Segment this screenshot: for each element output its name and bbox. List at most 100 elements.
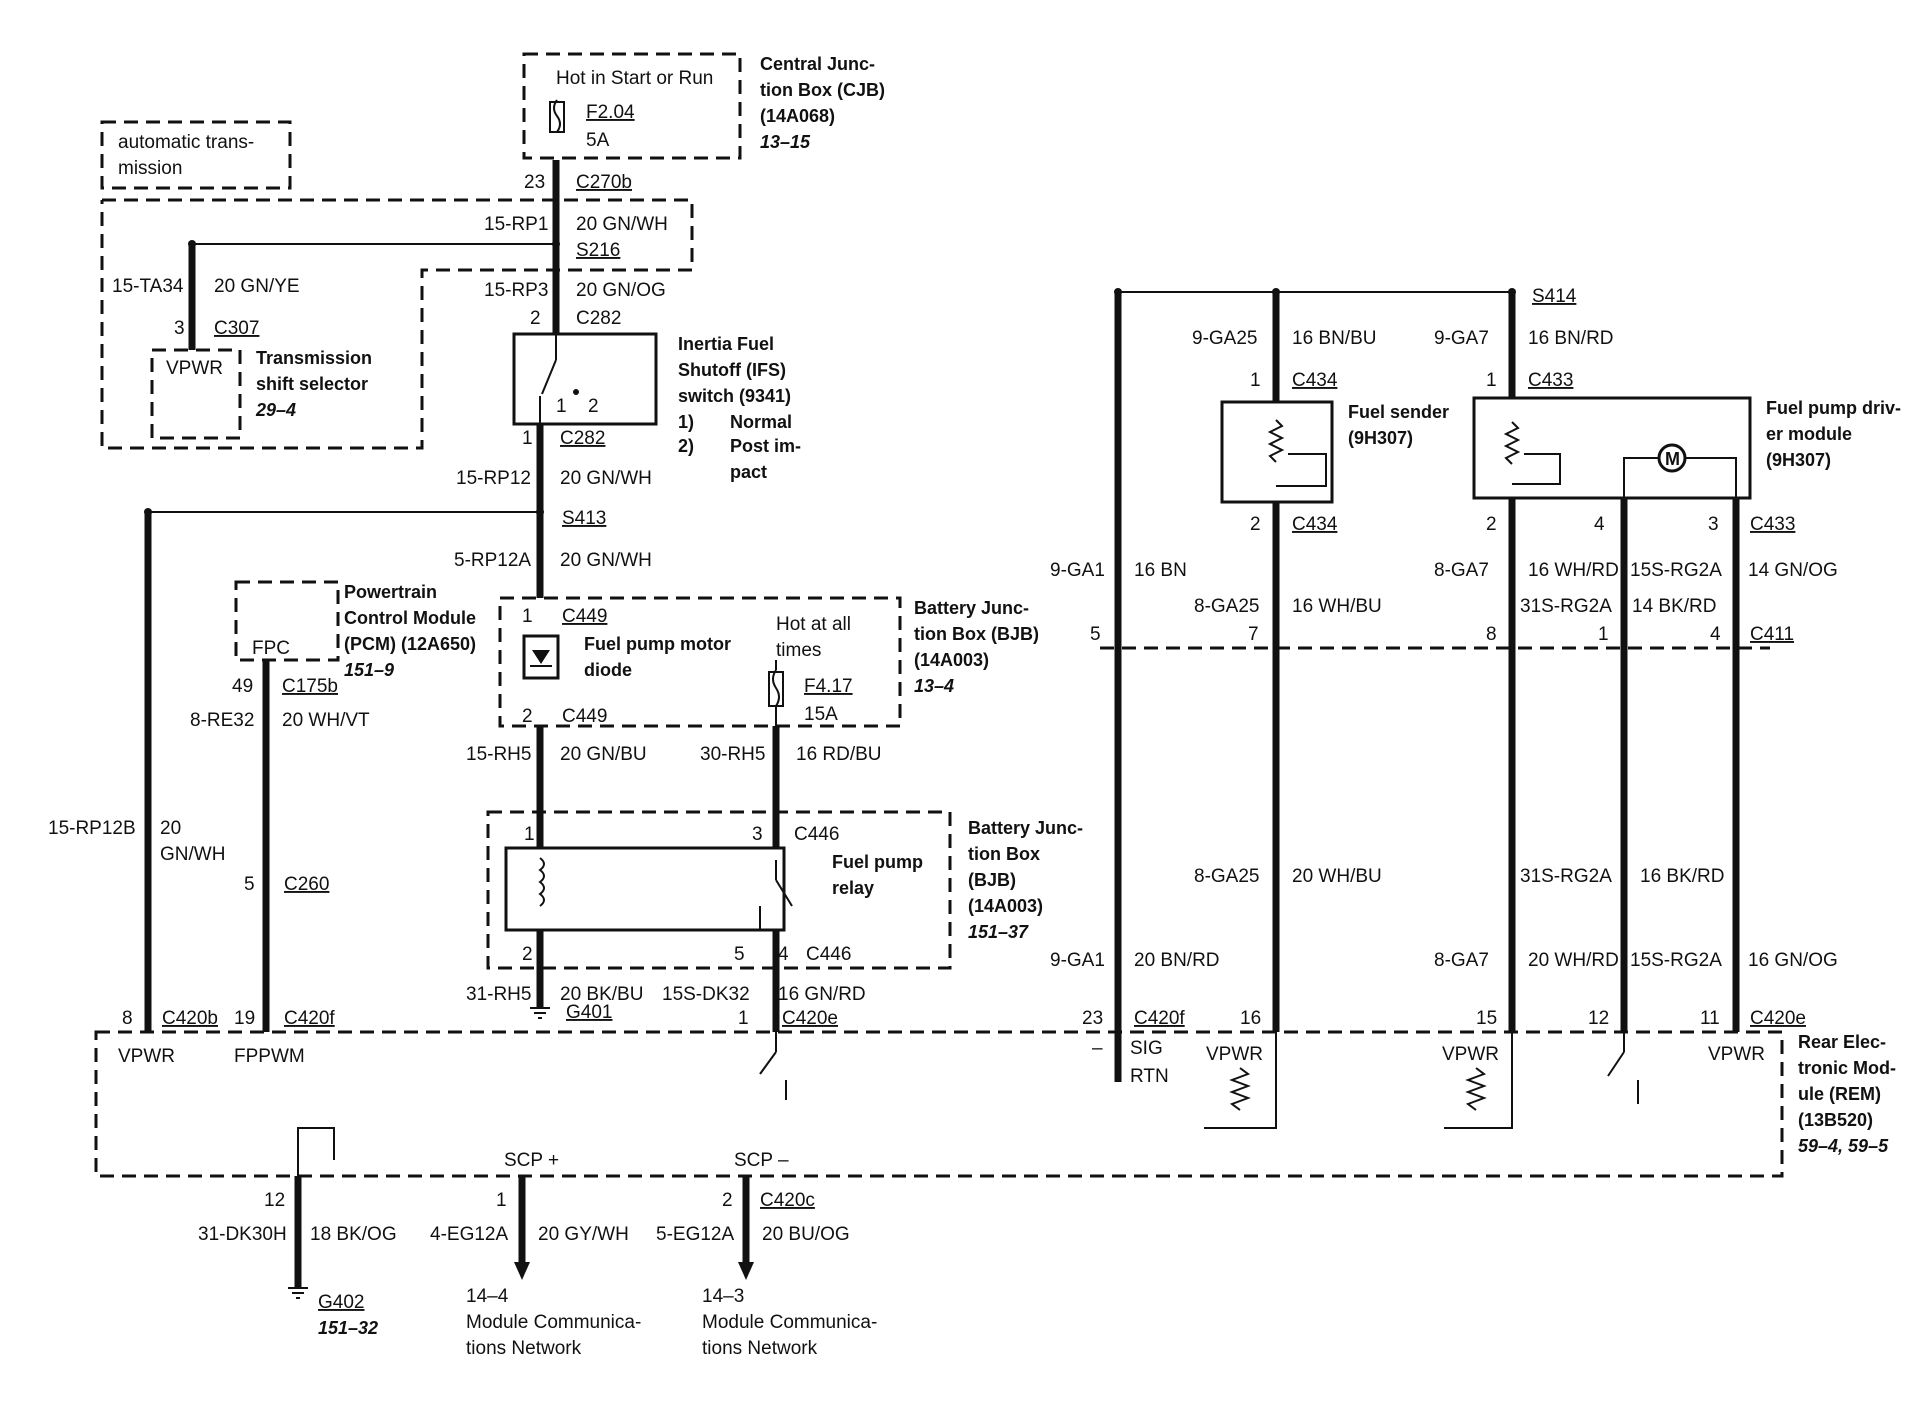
rp3-wire: 20 GN/OG — [576, 280, 666, 301]
rem-title: ule (REM) — [1798, 1084, 1881, 1104]
c270b-label: C270b — [576, 172, 632, 193]
ground-icon — [288, 1287, 308, 1299]
rp1-circuit: 15-RP1 — [484, 214, 548, 235]
junction-s414-dot — [1508, 288, 1516, 296]
fuse-element — [772, 669, 780, 707]
diode-triangle — [532, 650, 550, 664]
ga1-wire: 16 BN — [1134, 560, 1187, 581]
auto-trans-region — [100, 198, 694, 450]
rg2a31b-circuit: 31S-RG2A — [1520, 866, 1612, 887]
diode-label: Fuel pump motor — [584, 634, 731, 654]
c411-pin-4: 4 — [1710, 624, 1721, 645]
ga7-wire: 16 BN/RD — [1528, 328, 1614, 349]
bjb1-box — [498, 596, 902, 728]
ga1-circuit: 9-GA1 — [1050, 560, 1105, 581]
sender-resistor-icon — [1267, 419, 1285, 463]
c420e-right-label: C420e — [1750, 1008, 1806, 1029]
c446-pin-4: 4 — [778, 944, 789, 965]
ifs-pos-1: 1 — [556, 396, 567, 417]
ifs-contact-dot — [573, 389, 579, 395]
ga7c-circuit: 8-GA7 — [1434, 950, 1489, 971]
net2-text: tions Network — [702, 1338, 818, 1359]
bjb2-title: tion Box — [968, 844, 1040, 864]
rp12a-wire: 20 GN/WH — [560, 550, 652, 571]
ifs-n2-text: pact — [730, 462, 767, 482]
c446-bottom-label: C446 — [806, 944, 851, 965]
pcm-title: Control Module — [344, 608, 476, 628]
eg12a2-circuit: 5-EG12A — [656, 1224, 734, 1245]
rem-title: Rear Elec- — [1798, 1032, 1886, 1052]
c307-pin: 3 — [174, 318, 185, 339]
bjb2-title: (BJB) — [968, 870, 1016, 890]
driver-title: Fuel pump driv- — [1766, 398, 1901, 418]
cjb-hot-text: Hot in Start or Run — [556, 68, 713, 89]
bjb2-box — [486, 810, 952, 970]
trans-selector-box — [150, 348, 242, 440]
c175b-label: C175b — [282, 676, 338, 697]
bjb1-title: Battery Junc- — [914, 598, 1029, 618]
rem-title: tronic Mod- — [1798, 1058, 1896, 1078]
scp2-pin: 2 — [722, 1190, 733, 1211]
c433-pin-4: 4 — [1594, 514, 1605, 535]
driver-wiper — [1512, 453, 1561, 485]
c433-pin-2: 2 — [1486, 514, 1497, 535]
rg2a31-circuit: 31S-RG2A — [1520, 596, 1612, 617]
ifs-n1-text: Normal — [730, 412, 792, 432]
bjb2-title: Battery Junc- — [968, 818, 1083, 838]
scp1-pin: 1 — [496, 1190, 507, 1211]
c446-pin-1: 1 — [524, 824, 535, 845]
g402-label: G402 — [318, 1292, 364, 1313]
c449-pin-2: 2 — [522, 706, 533, 727]
ifs-switch-arm — [541, 359, 557, 395]
pcm-ref: 151–9 — [344, 660, 394, 680]
c420c-label: C420c — [760, 1190, 815, 1211]
fuel-pump-driver-box — [1472, 396, 1752, 500]
eg12a-circuit: 4-EG12A — [430, 1224, 508, 1245]
rg2a-circuit: 15S-RG2A — [1630, 560, 1722, 581]
rg2ab-wire: 16 GN/OG — [1748, 950, 1838, 971]
fuse-f204-amps: 5A — [586, 130, 610, 151]
motor-label: M — [1665, 449, 1680, 469]
ga7b-wire: 16 WH/RD — [1528, 560, 1619, 581]
rp12b-circuit: 15-RP12B — [48, 818, 136, 839]
c433-bottom-label: C433 — [1750, 514, 1795, 535]
bjb1-title: (14A003) — [914, 650, 989, 670]
bjb2-ref: 151–37 — [968, 922, 1029, 942]
dk32-circuit: 15S-DK32 — [662, 984, 750, 1005]
relay-switch-arm-icon — [775, 879, 793, 907]
c420-pin-16: 16 — [1240, 1008, 1261, 1029]
re32-wire: 20 WH/VT — [282, 710, 370, 731]
rh5-circuit: 15-RH5 — [466, 744, 531, 765]
rg2ab-circuit: 15S-RG2A — [1630, 950, 1722, 971]
diode-label: diode — [584, 660, 632, 680]
fuse-f204-label: F2.04 — [586, 102, 635, 123]
cjb-box — [522, 52, 742, 160]
bjb1-title: tion Box (BJB) — [914, 624, 1039, 644]
eg12a-wire: 20 GY/WH — [538, 1224, 629, 1245]
relay-coil-icon — [538, 857, 545, 907]
rh5c-circuit: 31-RH5 — [466, 984, 531, 1005]
rem-vpwr-3: VPWR — [1708, 1044, 1765, 1065]
cjb-title: tion Box (CJB) — [760, 80, 885, 100]
relay-label: Fuel pump — [832, 852, 923, 872]
ifs-pos-2: 2 — [588, 396, 599, 417]
ifs-title: switch (9341) — [678, 386, 791, 406]
dk30h-circuit: 31-DK30H — [198, 1224, 287, 1245]
pcm-box — [234, 580, 340, 662]
g401-label: G401 — [566, 1002, 612, 1023]
ifs-switch-box — [512, 332, 658, 426]
ga1b-circuit: 9-GA1 — [1050, 950, 1105, 971]
c420f-right-pin-23: 23 — [1082, 1008, 1103, 1029]
rem-rtn: RTN — [1130, 1066, 1169, 1087]
fuse-f417-label: F4.17 — [804, 676, 853, 697]
rp12b-wire: GN/WH — [160, 844, 225, 865]
rem-box — [94, 1030, 1784, 1178]
c446-pin-2: 2 — [522, 944, 533, 965]
c282-pin-1: 1 — [522, 428, 533, 449]
fuse-element — [553, 99, 561, 133]
c433-pin-3: 3 — [1708, 514, 1719, 535]
c434-top-pin: 1 — [1250, 370, 1261, 391]
rem-resistor-icon — [1465, 1067, 1487, 1111]
